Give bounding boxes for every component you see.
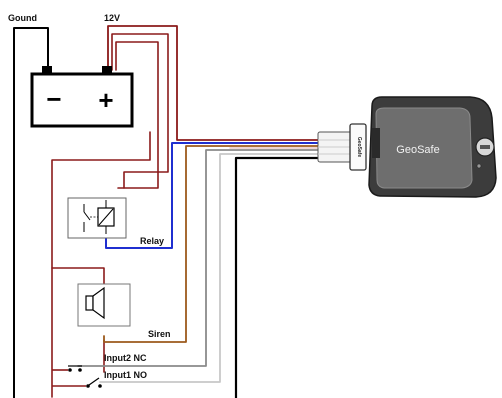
siren-speaker-icon bbox=[77, 283, 131, 327]
v12-label: 12V bbox=[104, 13, 120, 23]
battery-minus-symbol: − bbox=[46, 84, 61, 114]
power-wire-siren bbox=[115, 41, 159, 189]
siren-wire bbox=[103, 145, 321, 343]
device-ground-wire bbox=[234, 156, 322, 398]
input2-nc-switch bbox=[52, 365, 82, 372]
power-wire-common bbox=[51, 267, 105, 288]
relay-label: Relay bbox=[140, 236, 164, 246]
relay-symbol bbox=[67, 197, 127, 239]
input1-wire bbox=[99, 153, 321, 383]
input2-wire bbox=[77, 149, 321, 367]
geosafe-device: GeoSafe bbox=[368, 96, 497, 198]
power-wire-main bbox=[107, 25, 321, 141]
cable-connector: GeoSafe bbox=[317, 123, 367, 171]
power-wire-inputs bbox=[51, 131, 151, 398]
siren-label: Siren bbox=[148, 329, 171, 339]
input1-no-switch bbox=[52, 377, 102, 388]
input2-label: Input2 NC bbox=[104, 353, 147, 363]
ground-label: Gound bbox=[8, 13, 37, 23]
power-wire-relay bbox=[111, 33, 169, 189]
ground-wire bbox=[13, 27, 49, 398]
relay-wire bbox=[105, 142, 321, 249]
input1-label: Input1 NO bbox=[104, 370, 147, 380]
device-brand-label: GeoSafe bbox=[396, 144, 439, 156]
battery-plus-symbol: + bbox=[98, 85, 113, 115]
connector-side-label: GeoSafe bbox=[356, 137, 362, 158]
battery: − + bbox=[30, 66, 134, 128]
